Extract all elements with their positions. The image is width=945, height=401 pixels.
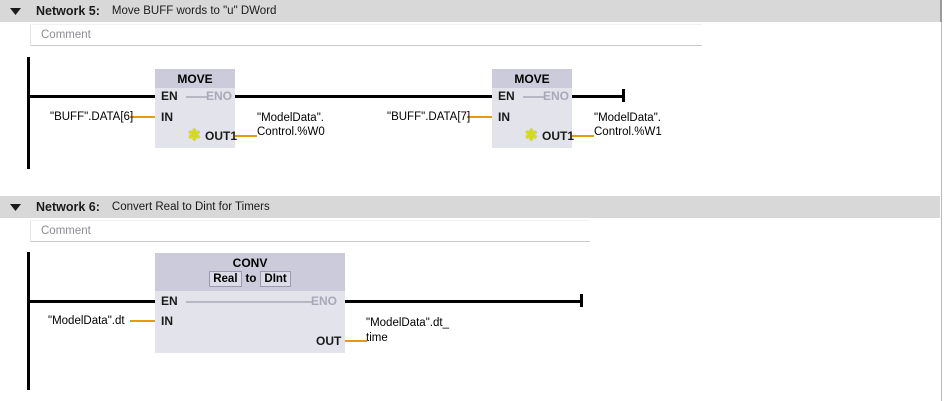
move-block-1-operand-out-line2[interactable]: Control.%W0: [257, 126, 325, 138]
conv-block-in-wire: [130, 320, 155, 322]
conv-block-pin-en[interactable]: EN: [161, 294, 178, 308]
move-block-2[interactable]: MOVE: [492, 69, 572, 148]
network-header-6[interactable]: Network 6: Convert Real to Dint for Time…: [0, 196, 940, 218]
move-block-1-operand-out-line1[interactable]: "ModelData".: [257, 112, 324, 124]
asterisk-add-output-icon[interactable]: ✻: [525, 127, 538, 144]
move-block-2-in-wire: [467, 116, 492, 118]
conv-block-pin-eno[interactable]: ENO: [311, 294, 338, 308]
network-subtitle: Convert Real to Dint for Timers: [111, 201, 270, 213]
rung-wire-move2-out: [572, 95, 625, 98]
conv-block-name: CONV: [232, 256, 268, 270]
conv-source-type-dropdown[interactable]: Real: [209, 271, 242, 287]
move-block-2-operand-in[interactable]: "BUFF".DATA[7]: [387, 111, 471, 123]
conv-target-type-dropdown[interactable]: DInt: [260, 271, 291, 287]
move-block-2-out-wire: [572, 135, 594, 137]
comment-placeholder: Comment: [41, 225, 91, 237]
rung-end-cap-6: [580, 294, 583, 307]
conv-block-operand-in[interactable]: "ModelData".dt: [48, 315, 125, 327]
move-block-1-pin-in[interactable]: IN: [161, 110, 173, 124]
chevron-down-icon[interactable]: [4, 203, 26, 211]
conv-block-pin-out[interactable]: OUT: [316, 334, 342, 348]
move-block-1-eno-link: [186, 96, 208, 98]
network-header-5[interactable]: Network 5: Move BUFF words to "u" DWord: [0, 0, 940, 22]
move-block-2-operand-out-line2[interactable]: Control.%W1: [594, 126, 662, 138]
move-block-2-pin-out1[interactable]: OUT1: [542, 129, 575, 143]
move-block-2-pin-eno[interactable]: ENO: [543, 89, 570, 103]
editor-right-divider: [941, 0, 942, 401]
move-block-1-title: MOVE: [155, 69, 235, 88]
conv-block-title: CONV Real to DInt: [155, 253, 345, 291]
move-block-2-pin-in[interactable]: IN: [498, 110, 510, 124]
conv-block-eno-link: [186, 301, 312, 303]
move-block-1-operand-in[interactable]: "BUFF".DATA[6]: [50, 111, 134, 123]
comment-placeholder: Comment: [41, 29, 91, 41]
conv-block-pin-in[interactable]: IN: [161, 314, 173, 328]
power-rail-left-5: [27, 57, 30, 169]
network-title: Network 5:: [36, 4, 100, 18]
rung-wire-move1-to-move2: [235, 95, 492, 98]
conv-block-operand-out-line1[interactable]: "ModelData".dt_: [366, 317, 449, 329]
conv-block-out-wire: [345, 340, 367, 342]
move-block-2-operand-out-line1[interactable]: "ModelData".: [594, 112, 661, 124]
move-block-1[interactable]: MOVE: [155, 69, 235, 148]
editor-right-divider-header: [940, 0, 942, 22]
power-rail-left-6: [27, 252, 30, 390]
move-block-1-out-wire: [235, 135, 257, 137]
move-block-1-in-wire: [130, 116, 155, 118]
conv-block[interactable]: CONV Real to DInt: [155, 253, 345, 353]
network-comment-field-5[interactable]: Comment: [30, 24, 702, 46]
chevron-down-icon[interactable]: [4, 7, 26, 15]
move-block-2-eno-link: [523, 96, 545, 98]
network-title: Network 6:: [36, 200, 100, 214]
conv-block-operand-out-line2[interactable]: time: [366, 332, 388, 344]
rung-wire-rail-to-conv: [27, 300, 155, 303]
asterisk-add-output-icon[interactable]: ✻: [188, 127, 201, 144]
rung-wire-rail-to-move1: [27, 95, 155, 98]
rung-end-cap-5: [622, 89, 625, 102]
move-block-1-pin-out1[interactable]: OUT1: [205, 129, 238, 143]
conv-to-label: to: [245, 273, 257, 285]
rung-wire-conv-out: [345, 300, 583, 303]
network-subtitle: Move BUFF words to "u" DWord: [111, 5, 277, 17]
network-comment-field-6[interactable]: Comment: [30, 220, 590, 242]
move-block-2-title: MOVE: [492, 69, 572, 88]
move-block-1-pin-eno[interactable]: ENO: [206, 89, 233, 103]
move-block-2-pin-en[interactable]: EN: [498, 89, 515, 103]
move-block-1-pin-en[interactable]: EN: [161, 89, 178, 103]
conv-type-selectors: Real to DInt: [155, 271, 345, 289]
